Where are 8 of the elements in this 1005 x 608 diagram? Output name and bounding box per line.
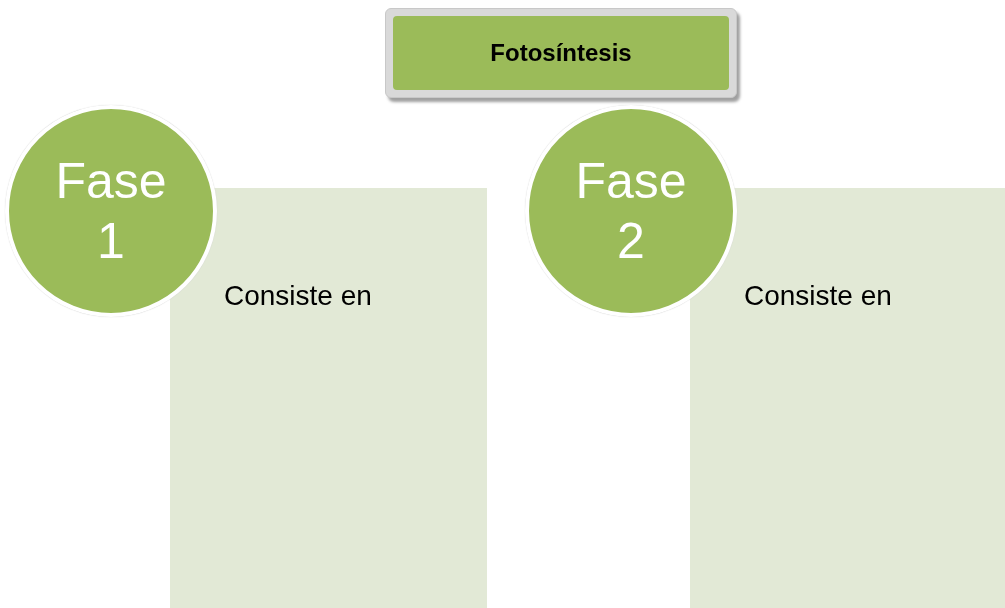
panel-text: Consiste en [224, 280, 372, 312]
title-text: Fotosíntesis [490, 39, 632, 67]
phase-label: Fase 1 [54, 152, 168, 271]
title-box [385, 8, 737, 98]
panel-text: Consiste en [744, 280, 892, 312]
phase-label: Fase 2 [574, 152, 688, 271]
content-panel [170, 188, 487, 608]
content-panel [690, 188, 1005, 608]
